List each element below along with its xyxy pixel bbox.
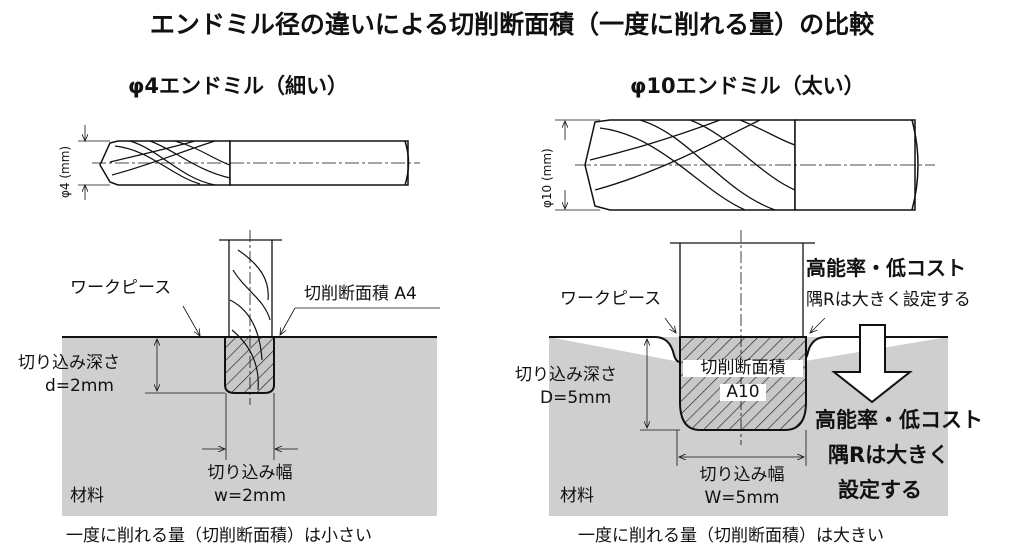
right-depth-value: D=5mm [540,388,612,408]
right-caption: 一度に削れる量（切削断面積）は大きい [578,526,884,546]
left-width-label: 切り込み幅 [207,463,293,483]
left-workpiece-label: ワークピース [70,278,172,298]
right-result-line3: 設定する [838,478,922,502]
right-diameter-label: φ10 (mm) [540,148,554,208]
cut-area-a4 [224,336,275,394]
left-depth-label: 切り込み深さ [18,353,120,373]
page-title: エンドミル径の違いによる切削断面積（一度に削れる量）の比較 [149,10,875,39]
left-heading: φ4エンドミル（細い） [128,74,349,98]
left-width-value: w=2mm [213,486,287,506]
right-result-line2: 隅Rは大きく [828,443,950,467]
right-material-label: 材料 [560,486,594,506]
left-area-label: 切削断面積 A4 [304,284,417,304]
right-workpiece-label: ワークピース [560,289,662,309]
endmill-phi10-side-view [555,119,935,211]
right-note-line1: 高能率・低コスト [806,256,966,280]
left-material-label: 材料 [70,486,104,506]
right-area-label: 切削断面積 [683,360,803,377]
right-area-name: A10 [720,384,766,401]
left-cut-section [62,230,440,516]
left-caption: 一度に削れる量（切削断面積）は小さい [66,526,372,546]
right-depth-label: 切り込み深さ [515,365,617,385]
left-diameter-label: φ4 (mm) [58,145,72,198]
endmill-phi4-side-view [78,125,420,200]
down-arrow-icon [831,324,913,404]
right-note-line2: 隅Rは大きく設定する [806,290,971,310]
right-width-label: 切り込み幅 [699,465,785,485]
right-heading: φ10エンドミル（太い） [630,74,865,98]
right-result-line1: 高能率・低コスト [815,408,983,432]
right-width-value: W=5mm [704,488,780,508]
left-depth-value: d=2mm [45,376,114,396]
